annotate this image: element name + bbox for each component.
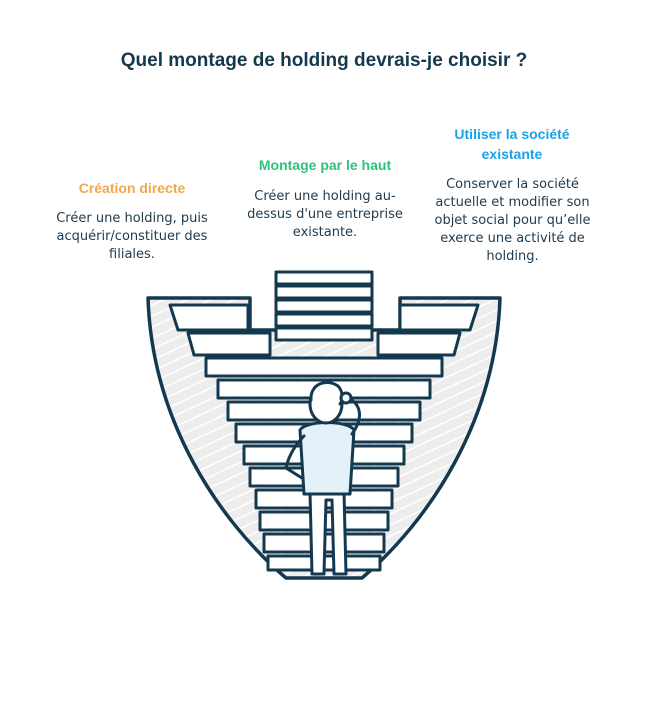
option-description-creation-directe: Créer une holding, puis acquérir/constit… (56, 211, 208, 262)
right-staircase (376, 303, 480, 357)
person-figure (284, 381, 361, 580)
option-title-montage-par-le-haut: Montage par le haut (258, 157, 392, 173)
center-staircase (274, 270, 374, 342)
left-staircase (168, 303, 272, 357)
page-title: Quel montage de holding devrais-je chois… (120, 50, 528, 71)
option-description-montage-par-le-haut: Créer une holding au-dessus d'une entrep… (247, 189, 403, 240)
main-steps (204, 356, 444, 572)
option-title-utiliser-societe-existante: Utiliser la société existante (454, 126, 570, 162)
option-description-utiliser-societe-existante: Conserver la société actuelle et modifie… (434, 177, 591, 264)
option-title-creation-directe: Création directe (78, 180, 186, 196)
